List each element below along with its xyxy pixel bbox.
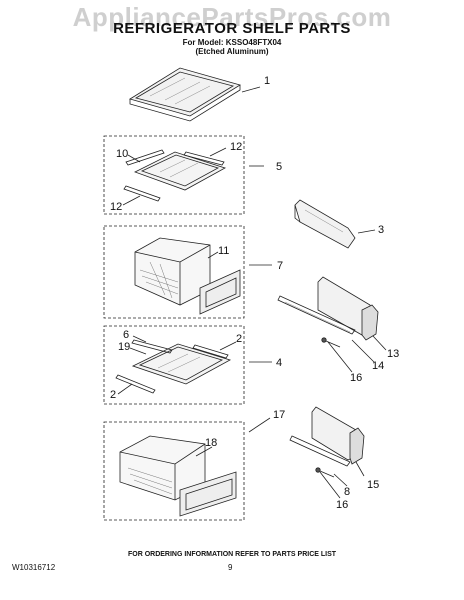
part-3-bracket [294, 199, 356, 249]
callout-8: 8 [344, 486, 350, 498]
part-17-crisper-drawer [119, 435, 237, 517]
assembly-box-7 [103, 225, 245, 319]
leader-lines [117, 86, 387, 499]
part-15-slide-assembly [289, 406, 365, 478]
page-number: 9 [228, 563, 233, 572]
part-13-slide-assembly [277, 276, 379, 348]
callout-1: 1 [264, 75, 270, 87]
part-7-crisper-drawer [134, 237, 241, 315]
page-title: REFRIGERATOR SHELF PARTS [113, 20, 351, 37]
callout-6: 6 [123, 329, 129, 341]
callout-14: 14 [372, 360, 384, 372]
model-line: For Model: KSSO48FTX04 [182, 38, 282, 47]
callout-7: 7 [277, 260, 283, 272]
callout-16-bottom: 16 [336, 499, 348, 511]
callout-11: 11 [218, 245, 229, 257]
part-5-glass-shelf [123, 149, 227, 202]
callout-12-bottom: 12 [110, 201, 122, 213]
callout-2-top: 2 [236, 333, 242, 345]
watermark: AppliancePartsPros.com [72, 2, 392, 32]
callout-13: 13 [387, 348, 399, 360]
ordering-note: FOR ORDERING INFORMATION REFER TO PARTS … [127, 551, 337, 558]
callout-2-bottom: 2 [110, 389, 116, 401]
assembly-box-17 [103, 421, 245, 521]
callout-4: 4 [276, 357, 282, 369]
callout-17: 17 [273, 409, 285, 421]
finish-line: (Etched Aluminum) [195, 47, 269, 56]
part-4-glass-shelf [115, 339, 232, 394]
callout-12-top: 12 [230, 141, 242, 153]
assembly-box-4 [103, 325, 245, 405]
document-number: W10316712 [12, 563, 56, 572]
part-1-glass-shelf [129, 67, 241, 122]
callout-10: 10 [116, 148, 128, 160]
assembly-box-5 [103, 135, 245, 215]
callout-15: 15 [367, 479, 379, 491]
callout-19: 19 [118, 341, 130, 353]
callout-18: 18 [205, 437, 217, 449]
callout-5: 5 [276, 161, 282, 173]
callout-3: 3 [378, 224, 384, 236]
callout-16-top: 16 [350, 372, 362, 384]
